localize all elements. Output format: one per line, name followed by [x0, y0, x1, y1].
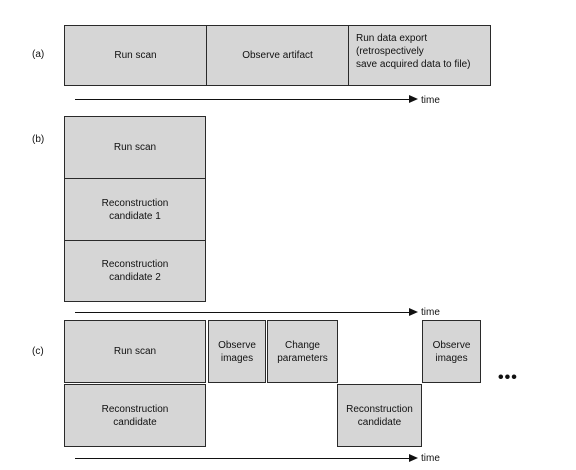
reconstruction-candidate-2-label: Reconstruction candidate 2	[101, 259, 169, 283]
run-scan-label: Run scan	[113, 142, 157, 153]
panel-c-label: (c)	[32, 346, 44, 357]
run-data-export-label: Run data export (retrospectively save ac…	[356, 33, 471, 70]
ellipsis-icon: •••	[498, 369, 518, 386]
time-arrowhead-a	[409, 95, 418, 103]
panel-a-label: (a)	[32, 49, 45, 60]
time-label-a: time	[421, 95, 440, 106]
observe-artifact-label: Observe artifact	[242, 50, 313, 61]
observe-images-box: Observe images	[208, 320, 266, 383]
run-scan-box: Run scan	[64, 320, 206, 383]
run-scan-label: Run scan	[113, 346, 157, 357]
time-arrowhead-c	[409, 454, 418, 462]
reconstruction-candidate-box: Reconstruction candidate	[337, 384, 422, 447]
time-axis-c	[75, 458, 411, 459]
reconstruction-candidate-label: Reconstruction candidate	[101, 403, 169, 428]
reconstruction-candidate-box: Reconstruction candidate	[64, 384, 206, 447]
run-scan-label: Run scan	[114, 50, 157, 61]
time-label-b: time	[421, 307, 440, 318]
time-axis-a	[75, 99, 411, 100]
time-axis-b	[75, 312, 411, 313]
change-parameters-box: Change parameters	[267, 320, 338, 383]
reconstruction-candidate-1-label: Reconstruction candidate 1	[101, 197, 169, 222]
observe-artifact-box: Observe artifact	[206, 25, 349, 86]
run-data-export-box: Run data export (retrospectively save ac…	[348, 25, 491, 86]
run-scan-box: Run scan	[64, 116, 206, 179]
run-scan-box: Run scan	[64, 25, 207, 86]
change-parameters-label: Change parameters	[277, 339, 328, 364]
reconstruction-candidate-label: Reconstruction candidate	[346, 403, 413, 428]
reconstruction-candidate-1-box: Reconstruction candidate 1	[64, 178, 206, 241]
observe-images-box: Observe images	[422, 320, 481, 383]
panel-b-label: (b)	[32, 134, 45, 145]
time-label-c: time	[421, 453, 440, 464]
observe-images-label: Observe images	[218, 339, 256, 364]
reconstruction-candidate-2-box: Reconstruction candidate 2	[64, 240, 206, 302]
observe-images-label: Observe images	[432, 339, 471, 364]
time-arrowhead-b	[409, 308, 418, 316]
